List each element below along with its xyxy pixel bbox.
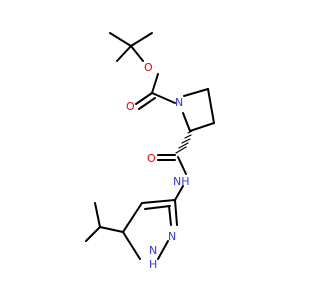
bond-c-nh [177, 156, 187, 175]
bond-tbu-c1 [109, 32, 132, 47]
bond-pz-2 [122, 202, 143, 233]
azetidine-nitrogen-label: N [175, 96, 183, 109]
bond-ring-2 [207, 88, 215, 124]
bond-pz-5a [174, 199, 178, 226]
bond-pz-1 [141, 199, 176, 204]
bond-ipr-1 [99, 226, 124, 233]
amide-oxygen-label: O [147, 152, 156, 165]
bond-nh-c3 [174, 185, 184, 201]
bond-pz-3 [122, 231, 141, 260]
bond-c-n [151, 92, 176, 104]
bond-pz-4 [157, 240, 169, 260]
pyrazole-nh-label: N [149, 244, 157, 257]
bond-ring-1 [183, 88, 209, 97]
bond-boc-c-o-2 [138, 97, 156, 110]
bond-pz-5b [168, 205, 172, 226]
bond-tbu-o [130, 45, 144, 62]
bond-ring-4 [182, 112, 191, 132]
ester-oxygen-label: O [144, 61, 153, 74]
pyrazole-n-label: N [168, 230, 176, 243]
structure-canvas: O O N O NH N N H [85, 32, 215, 271]
bond-tbu-c2 [130, 32, 153, 47]
bond-boc-c-o-1 [135, 92, 153, 105]
bond-ring-3 [189, 122, 215, 132]
bond-pz-1b [144, 205, 171, 210]
stereo-hash-bond [175, 130, 193, 154]
molecule-diagram: O O N O NH N N H [85, 32, 215, 271]
bond-tbu-c3 [116, 45, 132, 62]
bond-o-c [151, 73, 159, 94]
boc-carbonyl-oxygen-label: O [126, 100, 135, 113]
bond-ipr-2 [85, 226, 101, 242]
pyrazole-nh-h-label: H [149, 258, 157, 271]
amide-nh-label: NH [173, 175, 190, 188]
bond-ipr-3 [94, 202, 101, 228]
